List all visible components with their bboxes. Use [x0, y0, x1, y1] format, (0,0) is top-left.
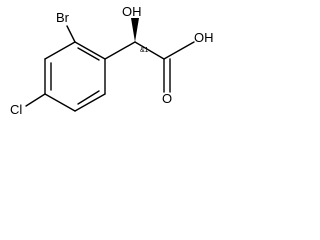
- ring-double-bond-inner-1: [77, 47, 100, 61]
- stereo-wedge-bond: [131, 18, 139, 42]
- molecule-diagram: Br OH Cl O OH &1: [10, 4, 214, 117]
- structure-canvas: Br OH Cl O OH &1: [0, 0, 240, 137]
- chiral-to-acid-bond: [134, 41, 165, 60]
- cl-bond: [25, 93, 46, 107]
- acid-hydroxyl-bond: [163, 41, 195, 60]
- ring-bond-4: [44, 93, 76, 112]
- ring-double-bond-inner-2: [77, 90, 100, 105]
- hydroxyl-label: OH: [122, 4, 142, 19]
- bromine-label: Br: [56, 10, 70, 25]
- acid-hydroxyl-label: OH: [194, 30, 214, 45]
- ring-bond-3: [74, 93, 106, 112]
- ring-to-chiral-bond: [104, 41, 136, 60]
- br-bond: [66, 25, 76, 43]
- stereo-descriptor: &1: [140, 47, 149, 54]
- chlorine-label: Cl: [10, 102, 22, 117]
- ring-bond-1: [74, 41, 106, 60]
- ring-bond-6: [44, 41, 76, 60]
- carbonyl-oxygen-label: O: [162, 91, 172, 106]
